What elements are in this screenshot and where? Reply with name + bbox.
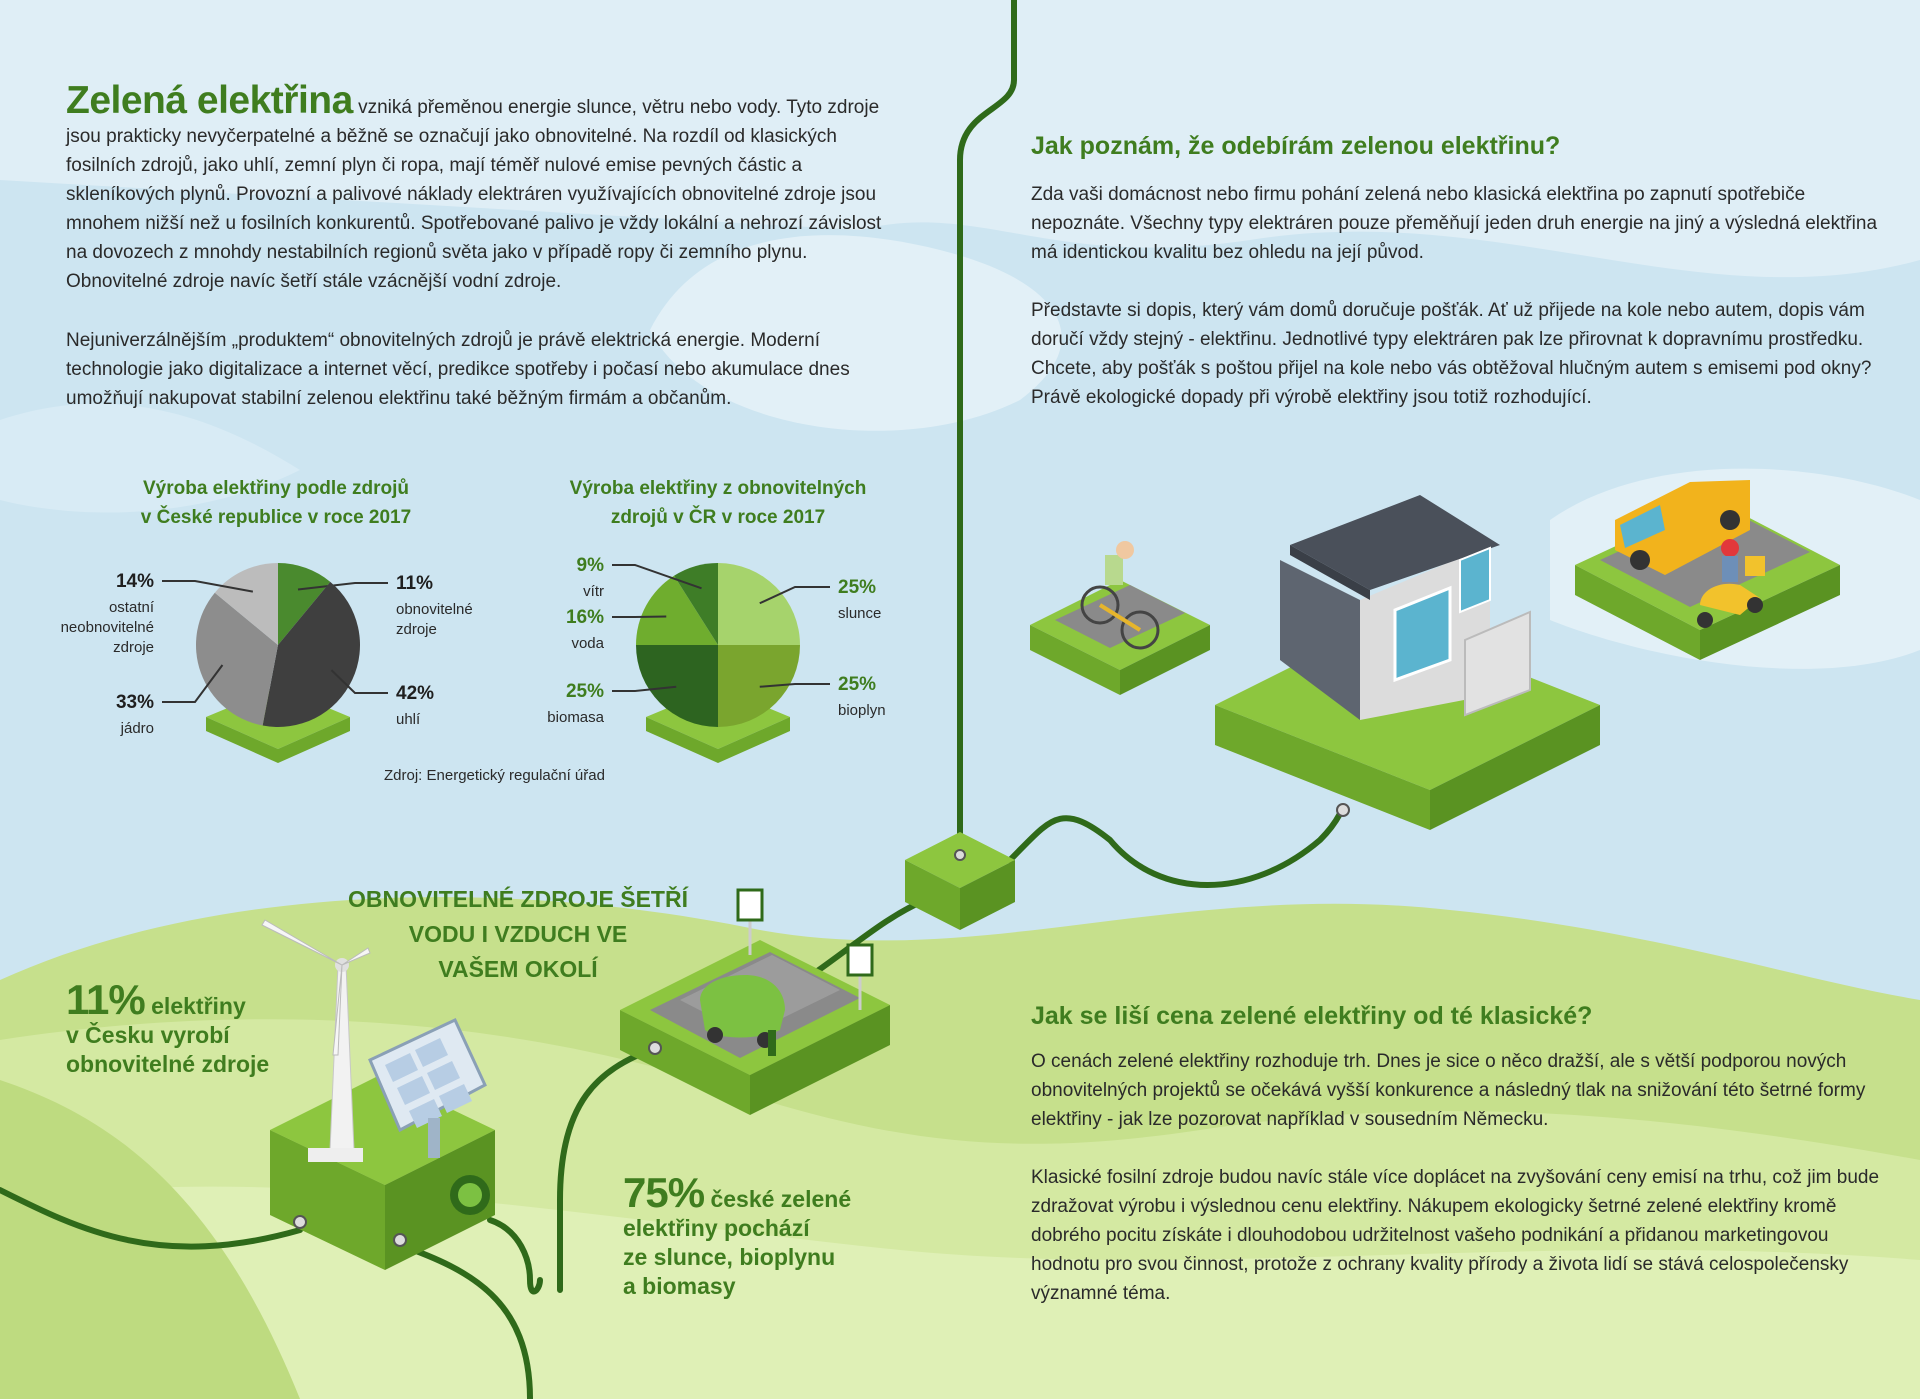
stat-1-number: 11% <box>66 976 146 1023</box>
pie-1-base-side <box>646 717 790 763</box>
pie-1-name-0-0: slunce <box>838 605 881 622</box>
section-paragraph-1: Zda vaši domácnost nebo firmu pohání zel… <box>1031 184 1878 263</box>
pie-0-name-0-1: zdroje <box>396 621 437 638</box>
pie-0-slice-0 <box>278 563 331 645</box>
pie-0-slice-2 <box>195 592 278 726</box>
stat-2-line-3: ze slunce, bioplynu <box>623 1244 836 1270</box>
stat-1-line-2: v Česku vyrobí <box>66 1022 230 1048</box>
stat-1-line-3: obnovitelné zdroje <box>66 1051 270 1077</box>
pie-1-label-1: 25% <box>838 674 876 695</box>
price-paragraph-2: Klasické fosilní zdroje budou navíc stál… <box>1031 1167 1880 1304</box>
pie-1-name-3-0: voda <box>571 635 604 652</box>
pie-1-leader-2 <box>612 685 677 692</box>
slogan-line-1: OBNOVITELNÉ ZDROJE ŠETŘÍ <box>348 886 688 912</box>
chart-1-title-line-1: Výroba elektřiny podle zdrojů <box>142 478 410 499</box>
chart-source: Zdroj: Energetický regulační úřad <box>384 767 605 784</box>
chart-2-title: Výroba elektřiny z obnovitelných zdrojů … <box>528 474 908 532</box>
intro-text-2: Nejuniverzálnějším „produktem“ obnovitel… <box>66 330 850 409</box>
pie-0-label-0: 11% <box>396 573 433 594</box>
section-heading-price: Jak se liší cena zelené elektřiny od té … <box>1031 1002 1593 1030</box>
stat-2-line-1: české zelené <box>710 1186 852 1212</box>
pie-0-slice-1 <box>262 581 360 727</box>
price-paragraph-1: O cenách zelené elektřiny rozhoduje trh.… <box>1031 1051 1866 1130</box>
pie-0-name-1-0: uhlí <box>396 711 421 728</box>
pie-0-label-3: 14% <box>116 571 154 592</box>
slogan-line-2: VODU I VZDUCH VE <box>408 921 628 947</box>
section-text-green-electricity: Zda vaši domácnost nebo firmu pohání zel… <box>1031 180 1891 441</box>
section-text-price: O cenách zelené elektřiny rozhoduje trh.… <box>1031 1047 1891 1337</box>
stat-green-origin: 75% české zelené elektřiny pochází ze sl… <box>623 1172 852 1301</box>
stat-2-line-4: a biomasy <box>623 1273 736 1299</box>
pie-0-name-0-0: obnovitelné <box>396 601 473 618</box>
pie-0-leader-1 <box>330 669 388 694</box>
pie-1-label-2: 25% <box>566 681 604 702</box>
pie-1-label-4: 9% <box>577 555 605 576</box>
intro-text-1: vzniká přeměnou energie slunce, větru ne… <box>66 97 882 292</box>
pie-0-leader-3 <box>162 580 254 593</box>
stat-2-line-2: elektřiny pochází <box>623 1215 810 1241</box>
pie-1-name-2-0: biomasa <box>547 709 604 726</box>
pie-0-slice-3 <box>214 563 278 645</box>
intro-paragraph-1: Zelená elektřina vzniká přeměnou energie… <box>66 81 896 296</box>
chart-1-title-line-2: v České republice v roce 2017 <box>140 507 412 528</box>
pie-1-name-1-0: bioplyn <box>838 702 886 719</box>
pie-1-label-0: 25% <box>838 577 876 598</box>
pie-0-leader-2 <box>162 664 224 703</box>
pie-1-leader-0 <box>759 586 830 605</box>
chart-2-title-line-2: zdrojů v ČR v roce 2017 <box>610 507 826 528</box>
pie-0-label-1: 42% <box>396 683 434 704</box>
pie-1-leader-1 <box>759 683 830 688</box>
pie-1-label-3: 16% <box>566 607 604 628</box>
chart-1-title: Výroba elektřiny podle zdrojů v České re… <box>86 474 466 532</box>
pie-1-slice-1 <box>718 645 800 727</box>
pie-0-leader-0 <box>297 582 388 591</box>
slogan: OBNOVITELNÉ ZDROJE ŠETŘÍ VODU I VZDUCH V… <box>318 882 718 987</box>
pie-chart-sources-2017: 11% obnovitelné zdroje 42% uhlí 33% jádro 14% os… <box>61 563 473 763</box>
pie-0-name-3-1: neobnovitelné <box>61 619 154 636</box>
pie-0-name-3-2: zdroje <box>113 639 154 656</box>
section-heading-green-electricity: Jak poznám, že odebírám zelenou elektřin… <box>1031 132 1561 160</box>
pie-1-slice-2 <box>636 645 718 727</box>
stat-renewable-share: 11% elektřiny v Česku vyrobí obnovitelné… <box>66 979 270 1079</box>
intro-paragraph-2: Nejuniverzálnějším „produktem“ obnovitel… <box>66 326 896 413</box>
pie-0-label-2: 33% <box>116 692 154 713</box>
pie-1-name-4-0: vítr <box>583 583 604 600</box>
pie-1-slice-0 <box>718 563 800 645</box>
pie-0-name-2-0: jádro <box>120 720 154 737</box>
pie-0-base-side <box>206 717 350 763</box>
pie-1-leader-4 <box>612 564 702 590</box>
section-paragraph-2: Představte si dopis, který vám domů doru… <box>1031 300 1872 408</box>
pie-0-name-3-0: ostatní <box>109 599 155 616</box>
stat-1-line-1: elektřiny <box>151 993 246 1019</box>
brand-title: Zelená elektřina <box>66 79 353 122</box>
chart-2-title-line-1: Výroba elektřiny z obnovitelných <box>569 478 867 499</box>
slogan-line-3: VAŠEM OKOLÍ <box>438 956 598 982</box>
stat-2-number: 75% <box>623 1169 705 1216</box>
pie-chart-renewables-2017: 25% slunce 25% bioplyn 25% biomasa 16% voda 9% ví… <box>547 555 886 763</box>
pie-1-slice-3 <box>636 575 718 645</box>
